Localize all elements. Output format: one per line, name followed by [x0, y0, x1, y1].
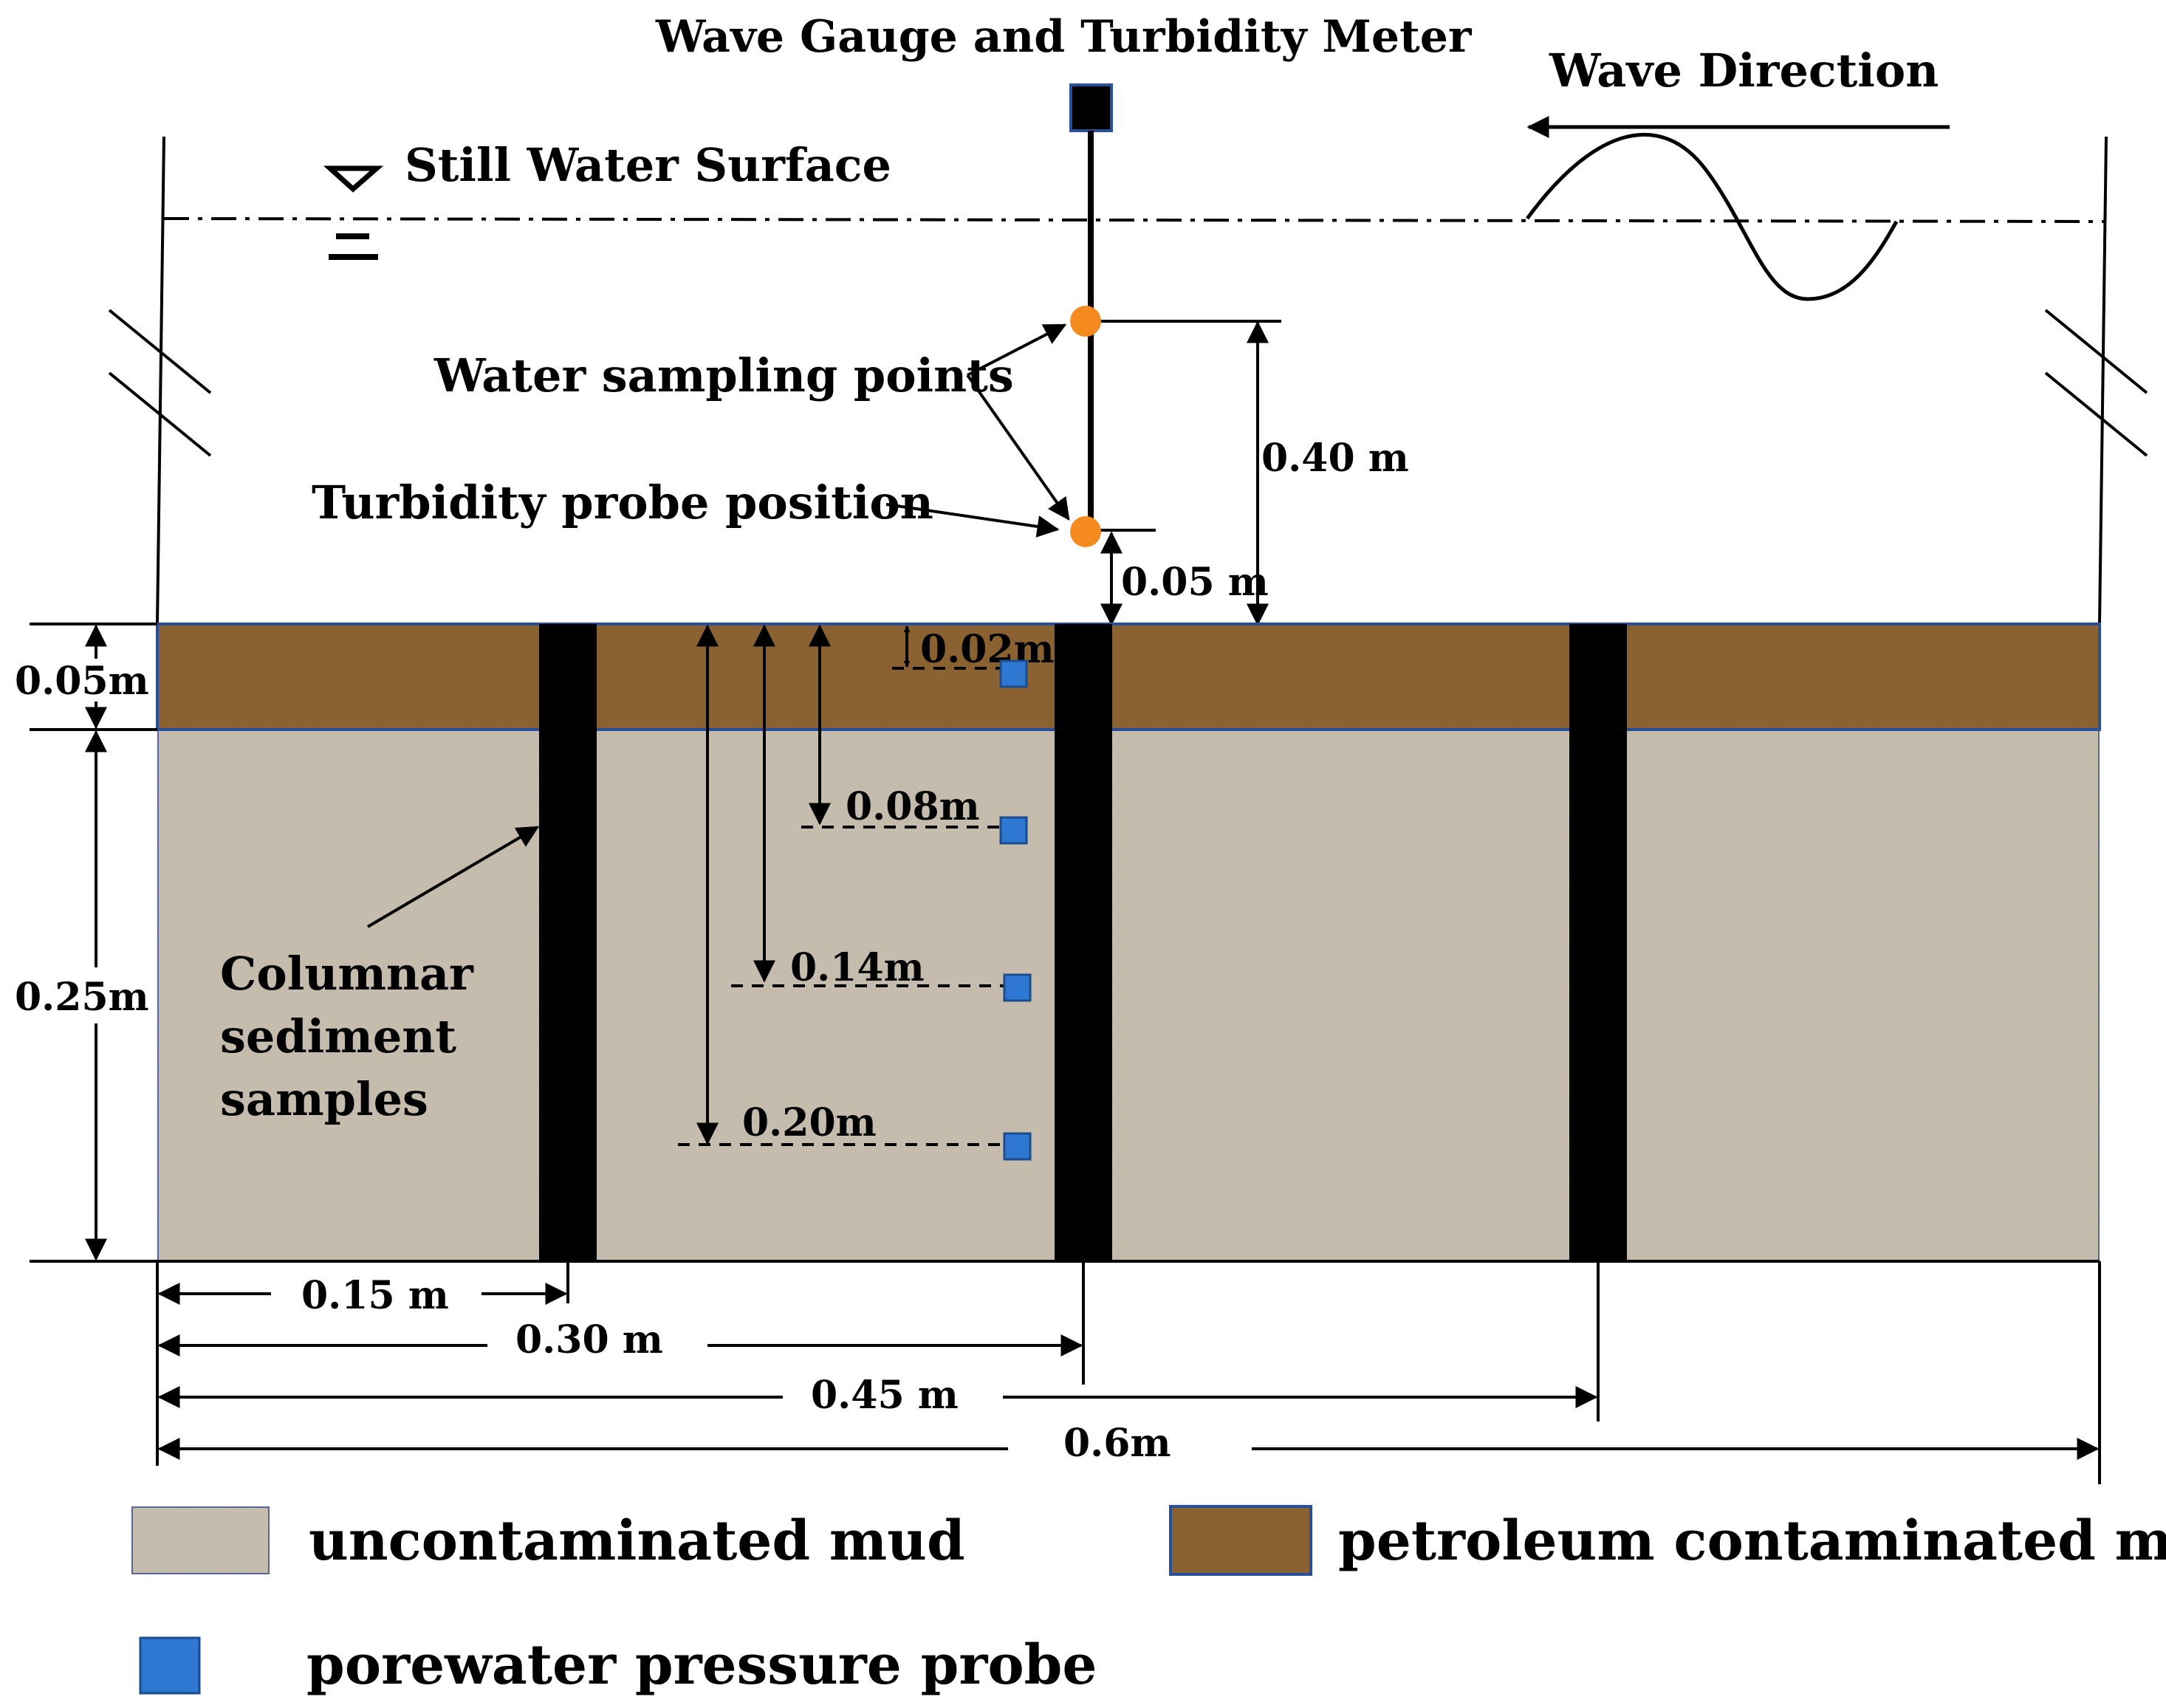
upper-sampling-point [1070, 306, 1101, 337]
sediment-column-1 [539, 624, 597, 1261]
sampling-leader-lower [966, 374, 1070, 521]
wave-direction-label: Wave Direction [1549, 44, 1939, 97]
probe-height-label: 0.05 m [1121, 560, 1269, 605]
still-water-label: Still Water Surface [405, 138, 891, 192]
depth-label-1: 0.02m [920, 627, 1055, 672]
legend-label-contaminated: petroleum contaminated mud [1338, 1509, 2166, 1573]
lower-sampling-point [1070, 516, 1101, 547]
gauge-title: Wave Gauge and Turbidity Meter [655, 11, 1473, 63]
turbidity-leader [885, 503, 1060, 538]
pressure-probe-3 [1003, 973, 1032, 1002]
horizontal-label-2: 0.30 m [515, 1317, 663, 1362]
right-break-mark [2044, 309, 2148, 457]
pressure-probe-2 [999, 816, 1028, 845]
sediment-column-2 [1055, 624, 1112, 1261]
horizontal-label-3: 0.45 m [811, 1373, 959, 1418]
legend-label-probe: porewater pressure probe [306, 1633, 1097, 1697]
left-break-mark [108, 309, 212, 457]
uncontaminated-mud-layer [156, 728, 2101, 1263]
columnar-leader [366, 826, 540, 928]
left-flume-wall [156, 136, 165, 625]
still-water-line [163, 217, 2107, 223]
legend-swatch-uncontaminated [130, 1505, 271, 1576]
sampling-leader-upper [967, 323, 1067, 377]
uncontaminated-thickness-label-bg [11, 967, 151, 1023]
wave-gauge-head [1069, 83, 1113, 132]
horizontal-label-1: 0.15 m [301, 1273, 449, 1318]
depth-label-2: 0.08m [846, 784, 980, 829]
legend-swatch-probe [139, 1636, 201, 1695]
depth-label-4: 0.20m [742, 1100, 877, 1145]
horizontal-label-4: 0.6m [1063, 1421, 1171, 1466]
pressure-probe-4 [1003, 1132, 1032, 1161]
water-sampling-label: Water sampling points [433, 349, 1014, 402]
turbidity-probe-label: Turbidity probe position [312, 476, 933, 529]
contaminated-mud-layer [156, 623, 2101, 731]
water-level-symbol [323, 165, 384, 260]
legend-swatch-contaminated [1169, 1505, 1312, 1576]
sampling-height-label: 0.40 m [1261, 436, 1409, 481]
columnar-label-line2: sediment [220, 1009, 456, 1063]
contaminated-thickness-label: 0.05m [15, 659, 149, 704]
depth-label-3: 0.14m [790, 945, 925, 990]
contaminated-thickness-label-bg [11, 659, 151, 702]
columnar-label-line3: samples [220, 1072, 428, 1126]
sediment-column-3 [1569, 624, 1627, 1261]
columnar-label-line1: Columnar [220, 947, 474, 1001]
pressure-probe-1 [999, 659, 1028, 688]
wave-profile [1525, 133, 1899, 301]
right-flume-wall [2098, 136, 2108, 625]
legend-label-uncontaminated: uncontaminated mud [309, 1509, 965, 1573]
uncontaminated-thickness-label: 0.25m [15, 975, 149, 1020]
